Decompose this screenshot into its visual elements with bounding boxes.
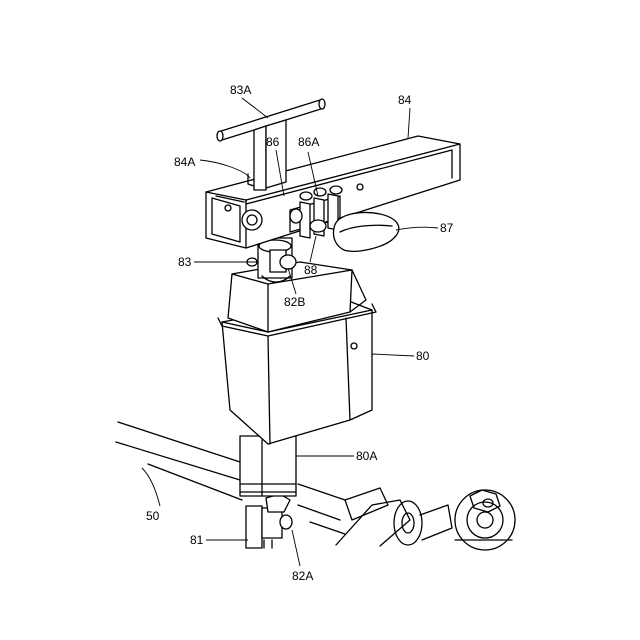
lower-column: [240, 436, 296, 496]
label-81: 81: [190, 533, 204, 547]
label-86A: 86A: [298, 135, 319, 149]
label-80: 80: [416, 349, 430, 363]
label-82A: 82A: [292, 569, 313, 583]
label-82B: 82B: [284, 295, 305, 309]
label-86: 86: [266, 135, 280, 149]
label-80A: 80A: [356, 449, 377, 463]
label-83: 83: [178, 255, 192, 269]
lower-right-assembly: [336, 488, 515, 550]
label-83A: 83A: [230, 83, 251, 97]
lower-shaft: [246, 494, 292, 548]
label-84: 84: [398, 93, 412, 107]
main-housing: [218, 262, 376, 444]
label-88: 88: [304, 263, 318, 277]
lock-knob: [333, 213, 398, 252]
label-84A: 84A: [174, 155, 195, 169]
label-87: 87: [440, 221, 454, 235]
label-50: 50: [146, 509, 160, 523]
